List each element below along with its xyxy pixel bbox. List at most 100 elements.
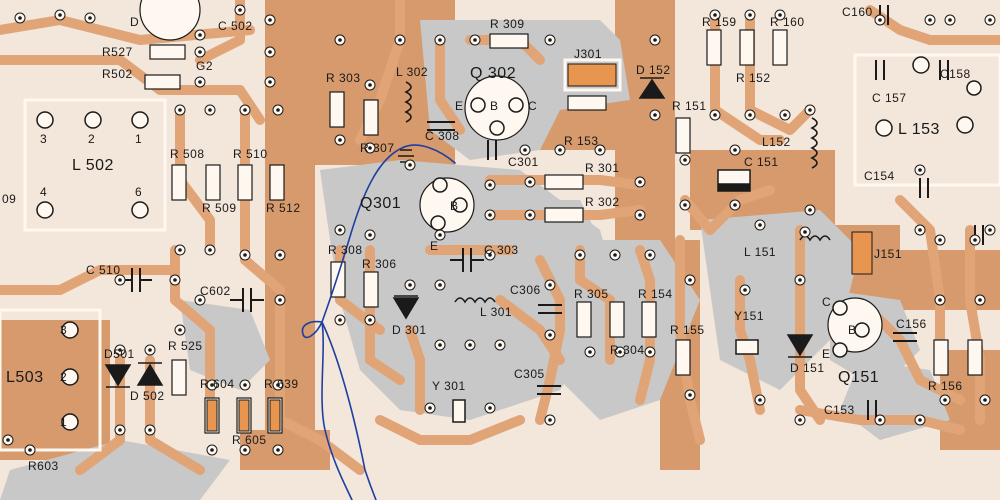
pad-hole <box>338 228 342 232</box>
label-r156: R 156 <box>928 379 963 393</box>
pad-hole <box>548 283 552 287</box>
r525-body <box>171 359 187 396</box>
pad-hole <box>276 448 280 452</box>
pad-hole <box>243 383 247 387</box>
pad-hole <box>498 343 502 347</box>
label-r302: R 302 <box>585 195 620 209</box>
r306-body <box>363 271 379 308</box>
y151-body <box>735 339 759 355</box>
pad-hole <box>368 233 372 237</box>
pad-hole <box>408 283 412 287</box>
pad-hole <box>173 278 177 282</box>
label-r509: R 509 <box>202 201 237 215</box>
pad-hole <box>88 16 92 20</box>
pad-hole <box>938 298 942 302</box>
pad-hole <box>948 18 952 22</box>
pad-hole <box>268 80 272 84</box>
pad-hole <box>178 248 182 252</box>
r512-body <box>269 164 285 201</box>
pad-hole <box>278 298 282 302</box>
label-c301: C301 <box>508 155 539 169</box>
label-l153: L 153 <box>898 121 940 138</box>
label-r301: R 301 <box>585 161 620 175</box>
c156-symbol <box>893 332 917 342</box>
pad-hole <box>58 13 62 17</box>
r151-body <box>675 117 691 154</box>
label-q151-c: C <box>822 295 831 309</box>
pad-hole <box>243 448 247 452</box>
pad-hole <box>473 38 477 42</box>
capacitors <box>120 5 984 420</box>
label-r510: R 510 <box>233 147 268 161</box>
pad-hole <box>338 318 342 322</box>
label-c154: C154 <box>864 169 895 183</box>
j151-body <box>851 231 873 275</box>
r527-body <box>149 44 186 60</box>
pad-hole <box>118 278 122 282</box>
label-c306: C306 <box>510 283 541 297</box>
label-q151-e: E <box>822 347 831 361</box>
label-q301: Q301 <box>360 195 401 212</box>
pad-hole <box>438 233 442 237</box>
label-c308: C 308 <box>425 129 460 143</box>
pad-hole <box>368 83 372 87</box>
l503-outline <box>0 308 102 452</box>
c151-body <box>717 169 751 185</box>
module-outlines <box>0 53 1000 452</box>
label-j151: J151 <box>874 247 902 261</box>
pad-hole <box>618 350 622 354</box>
label-q302-b: B <box>490 99 499 113</box>
pad-hole <box>278 253 282 257</box>
pad-hole <box>918 418 922 422</box>
pad-hole <box>973 238 977 242</box>
label-c305: C305 <box>514 367 545 381</box>
pad-hole <box>18 16 22 20</box>
pad-hole <box>558 148 562 152</box>
label-q151-b: B <box>848 323 857 337</box>
c301-symbol <box>487 140 497 160</box>
l301-coil <box>454 297 496 304</box>
label-r512: R 512 <box>266 201 301 215</box>
label-r304: R 304 <box>610 343 645 357</box>
pad-hole <box>428 406 432 410</box>
l502-outline <box>23 98 167 232</box>
label-l503-p1: 1 <box>60 415 67 429</box>
pad-hole <box>733 148 737 152</box>
r160-body <box>772 29 788 66</box>
pad-hole <box>210 383 214 387</box>
label-l151: L 151 <box>744 245 776 259</box>
label-j301: J301 <box>574 47 602 61</box>
pen-annotation <box>301 144 456 500</box>
pad-hole <box>368 318 372 322</box>
c308-symbol <box>427 121 455 131</box>
label-r159: R 159 <box>702 15 737 29</box>
label-l503: L503 <box>6 369 44 386</box>
pad-hole <box>488 406 492 410</box>
pad-hole <box>758 223 762 227</box>
pad-hole <box>648 253 652 257</box>
pad-hole <box>688 278 692 282</box>
pad-hole <box>523 148 527 152</box>
diodes <box>104 77 814 388</box>
pad-hole <box>578 253 582 257</box>
pad-hole <box>408 163 412 167</box>
r605-fill <box>238 399 250 432</box>
pad-hole <box>338 38 342 42</box>
pad-hole <box>683 158 687 162</box>
y301-body <box>452 399 466 423</box>
j301-outline <box>563 58 622 92</box>
label-r152: R 152 <box>736 71 771 85</box>
l302-coil <box>404 81 412 123</box>
r639-fill <box>269 399 281 432</box>
label-q301-e: E <box>430 239 439 253</box>
label-r604: R 604 <box>200 377 235 391</box>
pad-hole <box>988 228 992 232</box>
pad-hole <box>743 288 747 292</box>
d501-symbol <box>104 364 132 387</box>
label-r160: R 160 <box>770 15 805 29</box>
pad-hole <box>928 18 932 22</box>
pad-hole <box>808 108 812 112</box>
pad-hole <box>748 113 752 117</box>
pad-hole <box>488 183 492 187</box>
pad-hole <box>488 213 492 217</box>
